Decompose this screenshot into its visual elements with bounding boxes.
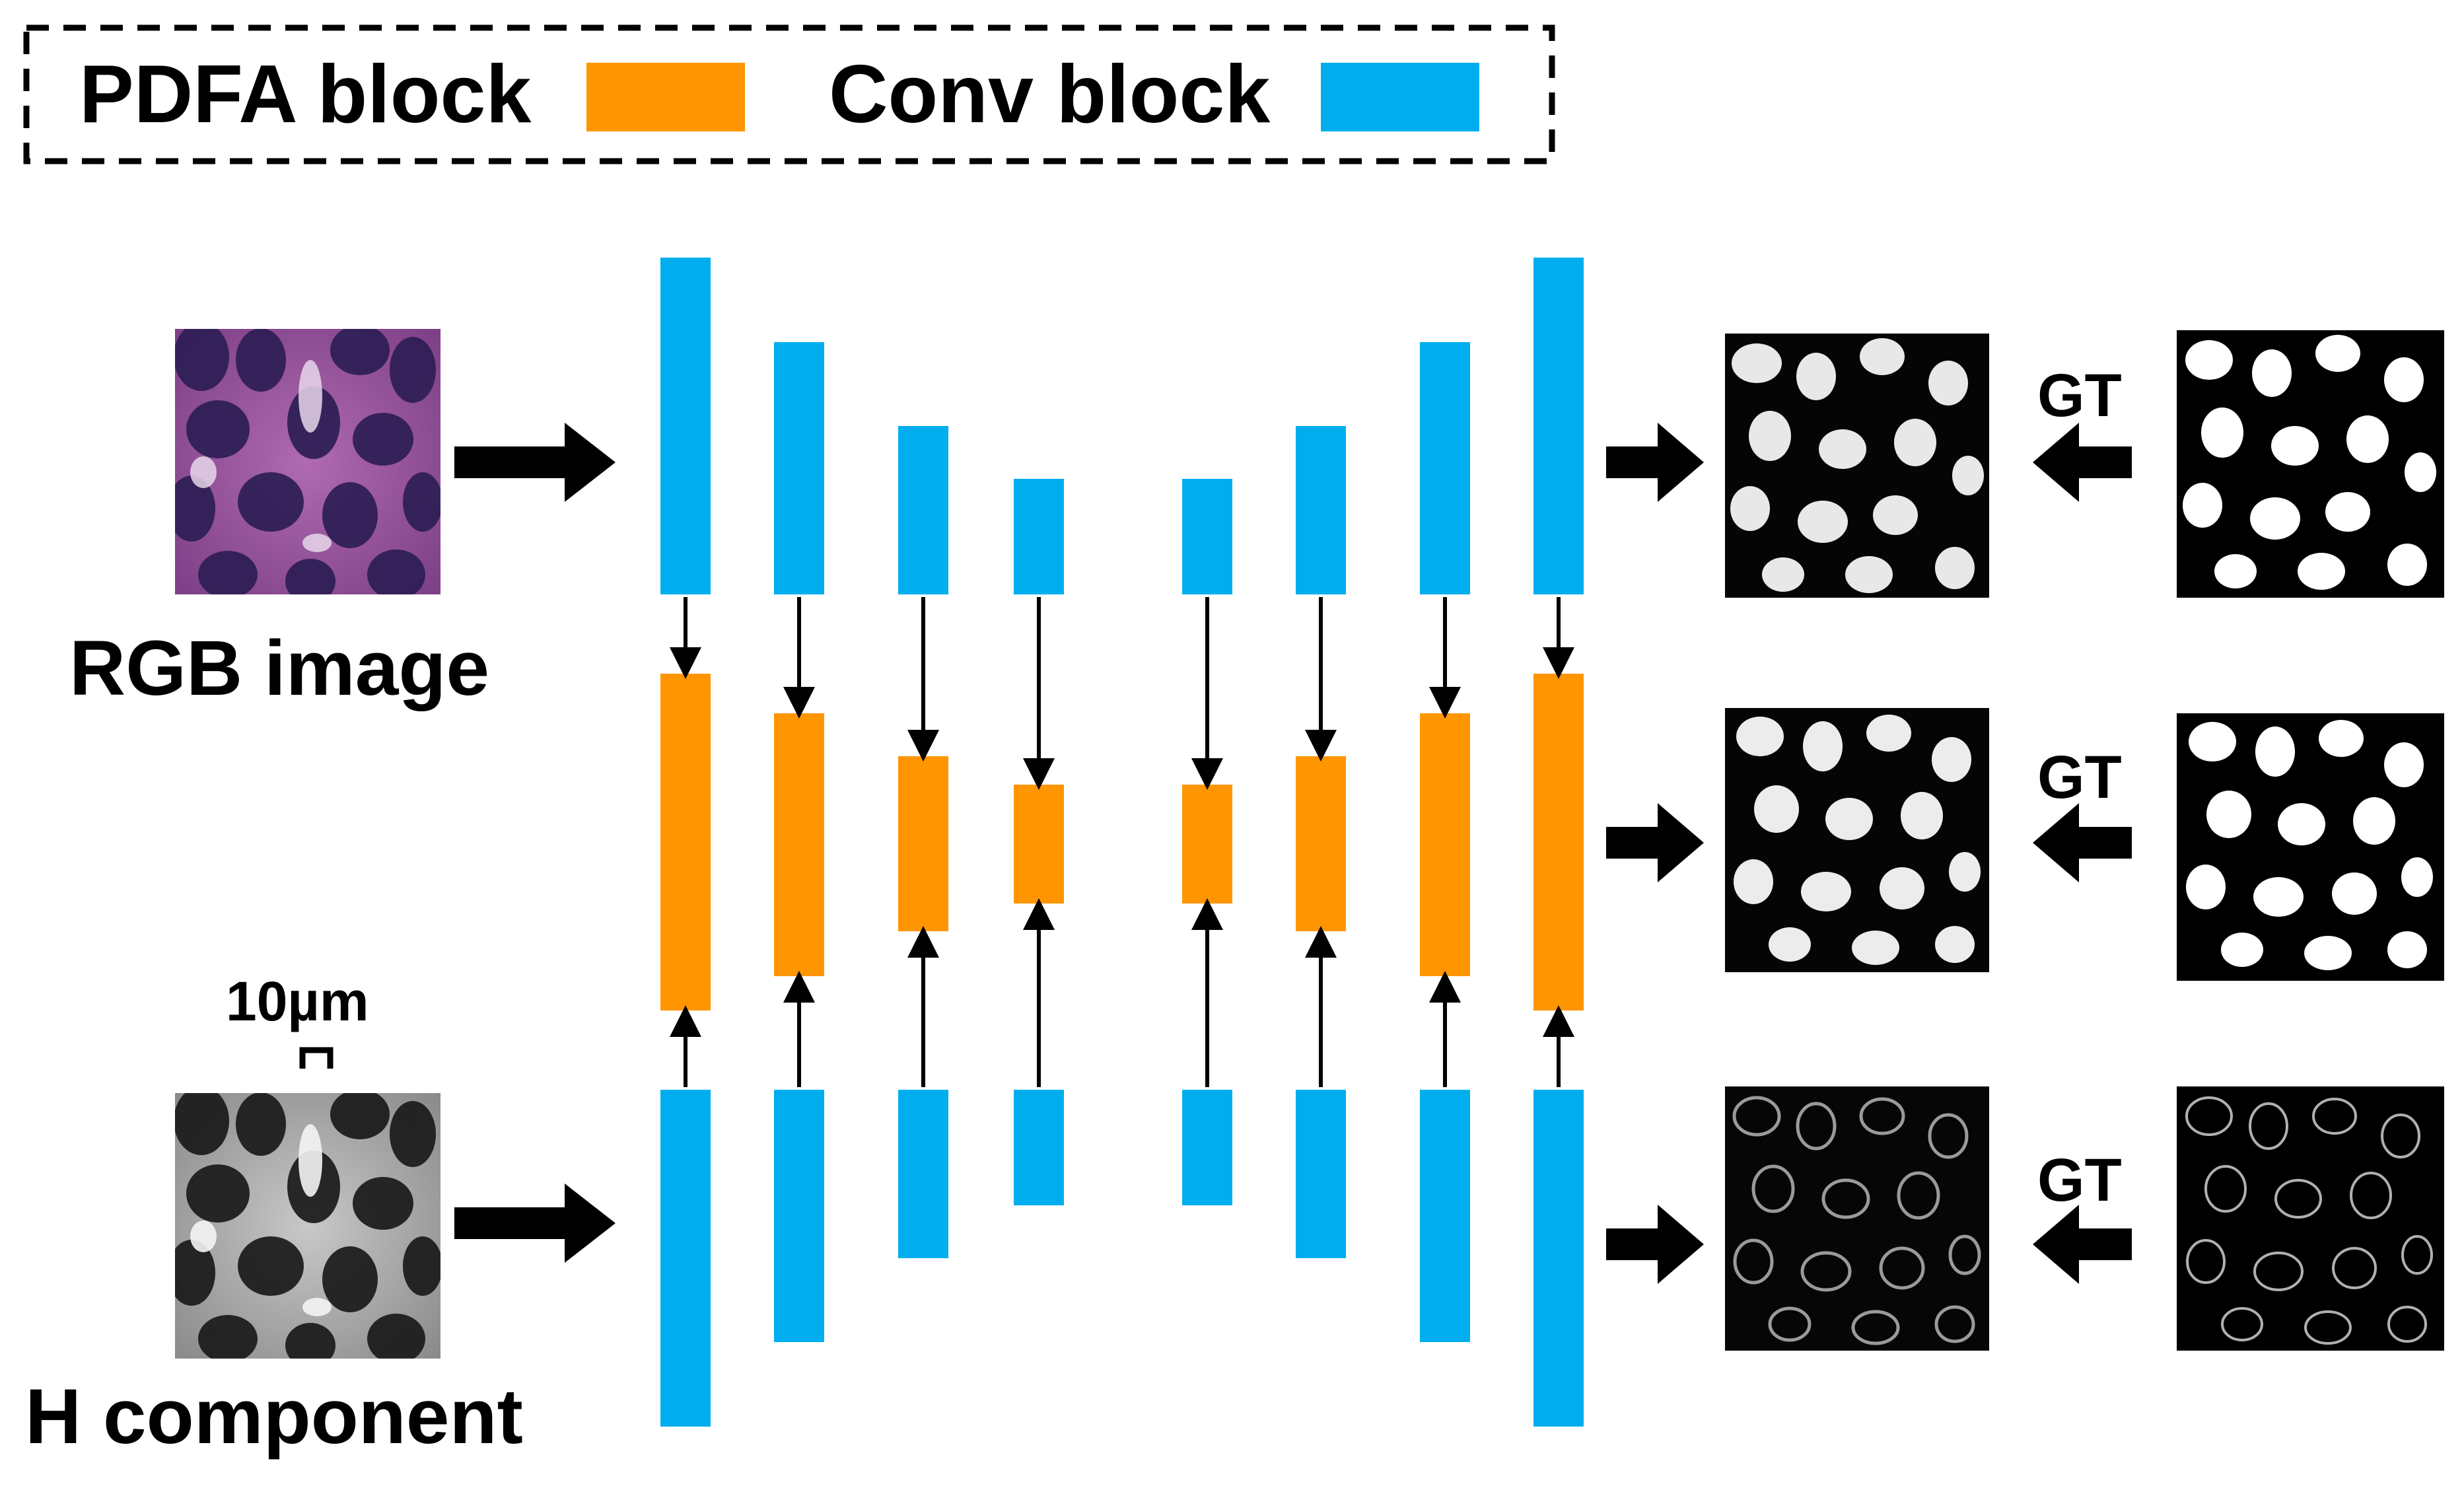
conv-block-h-4 xyxy=(1014,1090,1064,1205)
pdfa-block-4 xyxy=(1014,785,1064,904)
rgb-image-thumbnail xyxy=(175,329,440,594)
output-arrow-2 xyxy=(1606,803,1704,882)
output-arrow-3 xyxy=(1606,1205,1704,1284)
conv-block-rgb-3 xyxy=(898,426,948,594)
conv-block-rgb-8 xyxy=(1533,258,1584,594)
legend-pdfa-swatch xyxy=(586,63,745,131)
conv-block-rgb-1 xyxy=(660,258,711,594)
conv-block-h-2 xyxy=(774,1090,824,1342)
conv-block-h-1 xyxy=(660,1090,711,1427)
input-arrow-h xyxy=(454,1184,616,1263)
gt-label-1: GT xyxy=(2037,362,2122,429)
gt-map-3 xyxy=(2177,1086,2444,1351)
pdfa-block-2 xyxy=(774,713,824,976)
conv-block-h-3 xyxy=(898,1090,948,1258)
legend-conv-swatch xyxy=(1321,63,1479,131)
legend-pdfa-label: PDFA block xyxy=(79,49,532,140)
rgb-image-label: RGB image xyxy=(69,625,489,712)
output-arrow-1 xyxy=(1606,423,1704,502)
prediction-map-2 xyxy=(1725,708,1989,972)
scale-bar xyxy=(299,1047,334,1069)
pdfa-block-5 xyxy=(1182,785,1232,904)
prediction-map-3 xyxy=(1725,1086,1989,1351)
pdfa-block-1 xyxy=(660,674,711,1011)
conv-block-h-5 xyxy=(1182,1090,1232,1205)
conv-block-h-8 xyxy=(1533,1090,1584,1427)
network-blocks xyxy=(660,258,1584,1427)
conv-block-rgb-2 xyxy=(774,342,824,594)
h-component-thumbnail xyxy=(175,1093,440,1359)
pdfa-block-6 xyxy=(1296,756,1346,931)
conv-block-rgb-4 xyxy=(1014,479,1064,594)
gt-map-2 xyxy=(2177,713,2444,981)
gt-label-3: GT xyxy=(2037,1147,2122,1214)
legend-frame xyxy=(23,24,1555,164)
conv-block-rgb-6 xyxy=(1296,426,1346,594)
legend: PDFA block Conv block xyxy=(23,24,1555,164)
h-component-label: H component xyxy=(25,1373,523,1460)
legend-conv-label: Conv block xyxy=(829,49,1271,140)
conv-block-h-7 xyxy=(1420,1090,1470,1342)
input-arrow-rgb xyxy=(454,423,616,502)
pdfa-block-7 xyxy=(1420,713,1470,976)
gt-label-2: GT xyxy=(2037,744,2122,811)
gt-map-1 xyxy=(2177,330,2444,598)
gt-arrow-2 xyxy=(2033,803,2132,882)
conv-block-h-6 xyxy=(1296,1090,1346,1258)
pdfa-block-3 xyxy=(898,756,948,931)
gt-arrow-3 xyxy=(2033,1205,2132,1284)
conv-block-rgb-7 xyxy=(1420,342,1470,594)
prediction-map-1 xyxy=(1725,334,1989,598)
pdfa-block-8 xyxy=(1533,674,1584,1011)
scale-bar-label: 10µm xyxy=(226,970,369,1032)
gt-arrow-1 xyxy=(2033,423,2132,502)
conv-block-rgb-5 xyxy=(1182,479,1232,594)
